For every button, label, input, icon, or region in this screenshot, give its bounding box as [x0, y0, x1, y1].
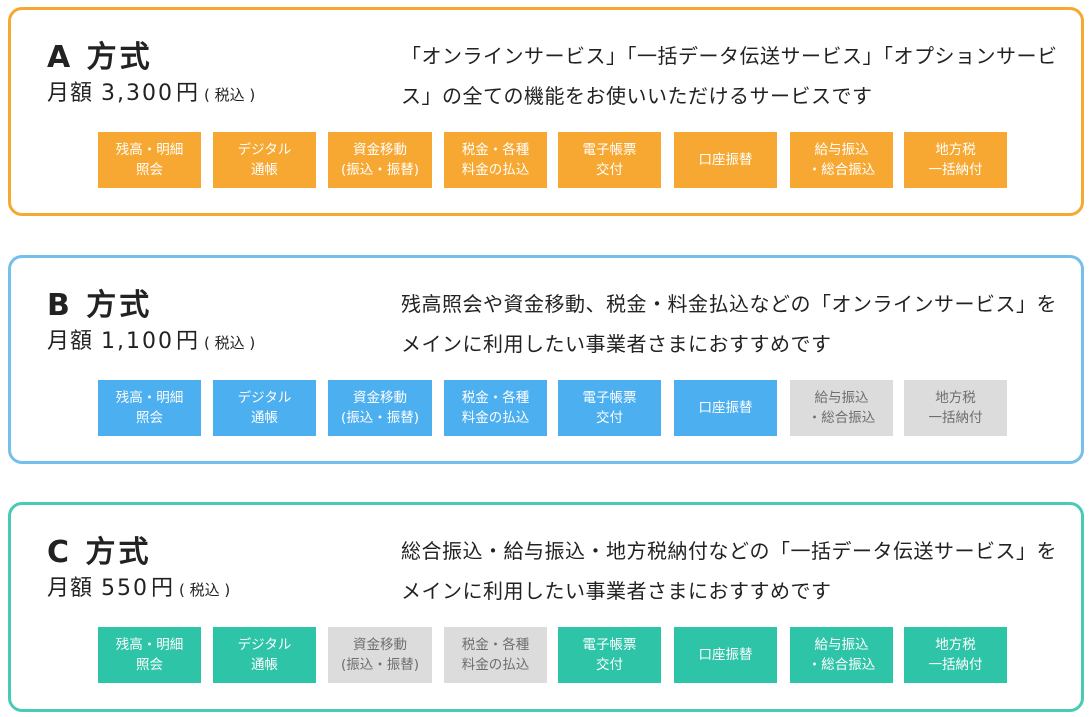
service-local-tax: 地方税 一括納付 [904, 132, 1007, 188]
plan-card-c: C 方式 月額 550円 ( 税込 ) 総合振込・給与振込・地方税納付などの「一括デ… [8, 502, 1084, 712]
service-local-tax: 地方税 一括納付 [904, 627, 1007, 683]
service-direct-debit: 口座振替 [674, 132, 777, 188]
service-list: 残高・明細 照会 デジタル 通帳 資金移動 (振込・振替) 税金・各種 料金の払… [11, 132, 1081, 190]
service-e-statement: 電子帳票 交付 [558, 132, 661, 188]
plan-price: 月額 550円 ( 税込 ) [47, 570, 230, 602]
service-payroll-transfer: 給与振込 ・総合振込 [790, 627, 893, 683]
price-amount: 550 [101, 576, 150, 601]
price-unit: 円 [151, 576, 174, 601]
service-fund-transfer: 資金移動 (振込・振替) [328, 132, 432, 188]
plan-description: 総合振込・給与振込・地方税納付などの「一括データ伝送サービス」をメインに利用した… [401, 539, 1057, 603]
price-amount: 3,300 [101, 81, 174, 106]
service-balance-inquiry: 残高・明細 照会 [98, 132, 201, 188]
service-fund-transfer: 資金移動 (振込・振替) [328, 627, 432, 683]
price-amount: 1,100 [101, 329, 174, 354]
service-e-statement: 電子帳票 交付 [558, 380, 661, 436]
price-label: 月額 [47, 576, 94, 601]
service-direct-debit: 口座振替 [674, 380, 777, 436]
service-list: 残高・明細 照会 デジタル 通帳 資金移動 (振込・振替) 税金・各種 料金の払… [11, 380, 1081, 438]
price-label: 月額 [47, 329, 94, 354]
service-balance-inquiry: 残高・明細 照会 [98, 627, 201, 683]
service-payroll-transfer: 給与振込 ・総合振込 [790, 380, 893, 436]
service-balance-inquiry: 残高・明細 照会 [98, 380, 201, 436]
service-digital-passbook: デジタル 通帳 [213, 380, 316, 436]
service-digital-passbook: デジタル 通帳 [213, 132, 316, 188]
service-local-tax: 地方税 一括納付 [904, 380, 1007, 436]
plan-card-a: A 方式 月額 3,300円 ( 税込 ) 「オンラインサービス」「一括データ伝送サ… [8, 7, 1084, 216]
price-label: 月額 [47, 81, 94, 106]
service-digital-passbook: デジタル 通帳 [213, 627, 316, 683]
service-tax-payment: 税金・各種 料金の払込 [444, 627, 547, 683]
service-e-statement: 電子帳票 交付 [558, 627, 661, 683]
price-unit: 円 [176, 81, 199, 106]
service-tax-payment: 税金・各種 料金の払込 [444, 380, 547, 436]
price-tax-note: ( 税込 ) [204, 86, 256, 104]
plan-title: B 方式 [47, 288, 153, 323]
plan-card-b: B 方式 月額 1,100円 ( 税込 ) 残高照会や資金移動、税金・料金払込などの… [8, 255, 1084, 464]
price-tax-note: ( 税込 ) [204, 334, 256, 352]
plan-title: A 方式 [47, 40, 153, 75]
service-fund-transfer: 資金移動 (振込・振替) [328, 380, 432, 436]
service-list: 残高・明細 照会 デジタル 通帳 資金移動 (振込・振替) 税金・各種 料金の払… [11, 627, 1081, 685]
price-unit: 円 [176, 329, 199, 354]
plan-price: 月額 3,300円 ( 税込 ) [47, 75, 255, 107]
price-tax-note: ( 税込 ) [179, 581, 231, 599]
service-direct-debit: 口座振替 [674, 627, 777, 683]
plan-description: 残高照会や資金移動、税金・料金払込などの「オンラインサービス」をメインに利用した… [401, 292, 1057, 356]
plan-description: 「オンラインサービス」「一括データ伝送サービス」「オプションサービス」の全ての機… [401, 44, 1058, 108]
service-payroll-transfer: 給与振込 ・総合振込 [790, 132, 893, 188]
service-tax-payment: 税金・各種 料金の払込 [444, 132, 547, 188]
plan-title: C 方式 [47, 535, 152, 570]
plan-price: 月額 1,100円 ( 税込 ) [47, 323, 255, 355]
